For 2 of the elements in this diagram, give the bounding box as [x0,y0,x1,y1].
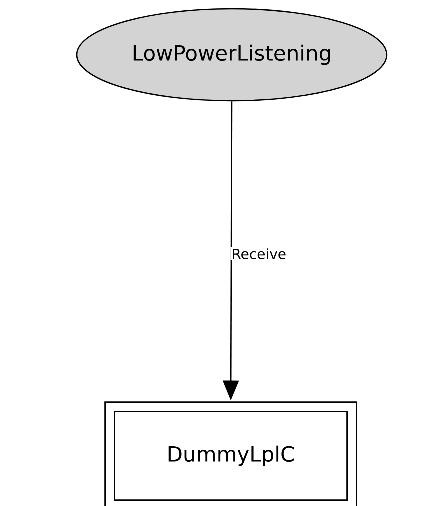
edge-label: Receive [230,248,288,260]
component-box: DummyLplC [104,402,358,506]
